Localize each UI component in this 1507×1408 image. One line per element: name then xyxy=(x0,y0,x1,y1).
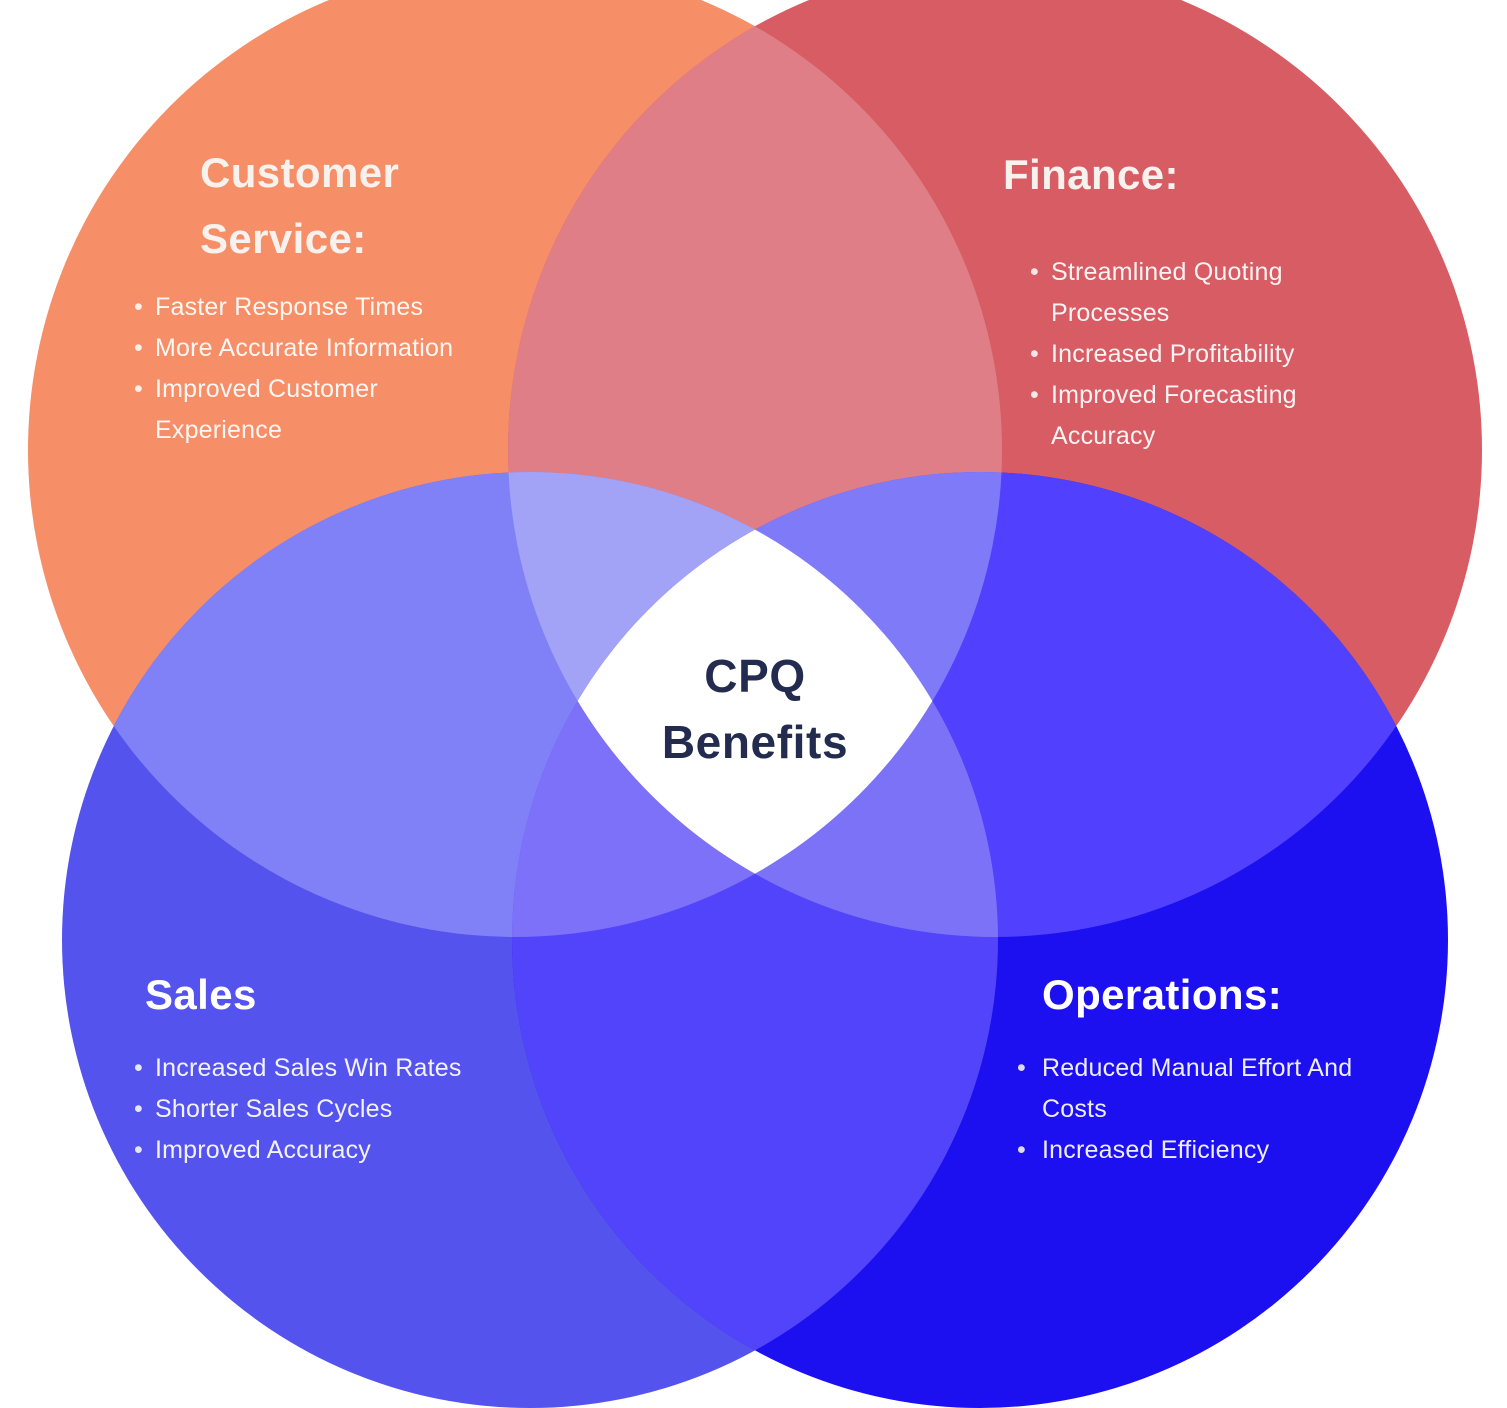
sales-bullets: Increased Sales Win Rates Shorter Sales … xyxy=(133,1048,523,1171)
center-label: CPQ Benefits xyxy=(555,643,955,775)
operations-bullets: Reduced Manual Effort And Costs Increase… xyxy=(1016,1048,1382,1171)
finance-bullets: Streamlined Quoting Processes Increased … xyxy=(1029,252,1359,457)
bullet-item: Shorter Sales Cycles xyxy=(133,1089,523,1130)
customer-service-heading: Customer Service: xyxy=(200,149,400,262)
bullet-item: Increased Sales Win Rates xyxy=(133,1048,523,1089)
operations-heading: Operations: xyxy=(1042,971,1283,1018)
bullet-item: Improved Accuracy xyxy=(133,1130,523,1171)
center-label-line2: Benefits xyxy=(661,716,849,768)
bullet-item: Reduced Manual Effort And Costs xyxy=(1016,1048,1382,1130)
center-region xyxy=(512,472,998,937)
bullet-item: Improved Forecasting Accuracy xyxy=(1029,375,1359,457)
finance-heading: Finance: xyxy=(1003,151,1179,198)
center-label-line1: CPQ xyxy=(704,650,806,702)
sales-heading: Sales xyxy=(145,971,257,1018)
customer-service-bullets: Faster Response Times More Accurate Info… xyxy=(133,287,485,451)
bullet-item: Increased Profitability xyxy=(1029,334,1359,375)
bullet-item: Faster Response Times xyxy=(133,287,485,328)
bullet-item: More Accurate Information xyxy=(133,328,485,369)
bullet-item: Improved Customer Experience xyxy=(133,369,485,451)
bullet-item: Streamlined Quoting Processes xyxy=(1029,252,1359,334)
bullet-item: Increased Efficiency xyxy=(1016,1130,1382,1171)
